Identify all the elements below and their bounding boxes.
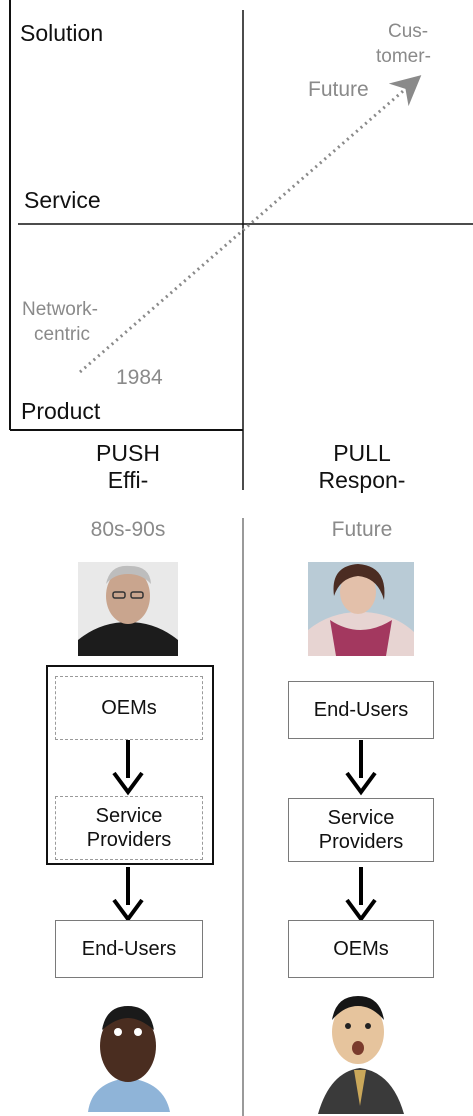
push-box-end-users-label: End-Users [81,938,177,960]
pull-arrow-2 [345,867,377,923]
push-group-outline [46,665,214,865]
pull-box-oems-label: OEMs [333,938,389,960]
push-title: PUSH Effi- [48,440,208,494]
push-box-service-providers: Service Providers [55,796,203,860]
trend-arrow [79,75,422,374]
pull-box-oems: OEMs [288,920,434,978]
push-box-end-users: End-Users [55,920,203,978]
pull-box-service-providers: Service Providers [288,798,434,862]
pull-era: Future [331,518,393,541]
pull-arrow-1 [345,740,377,796]
portrait-man-looking-up [88,1006,170,1112]
annotation-future: Future [308,78,369,101]
pull-title: PULL Respon- [282,440,442,494]
pull-box-service-providers-line2: Providers [318,831,404,853]
portrait-older-man [78,562,178,656]
annotation-network-line1: Network- [22,299,99,320]
y-label-solution: Solution [20,20,104,46]
push-title-line2: Effi- [107,467,149,493]
push-box-oems: OEMs [55,676,203,740]
pull-title-line2: Respon- [318,467,406,493]
push-arrow-1 [112,740,144,796]
y-label-product: Product [21,398,101,424]
push-title-line1: PUSH [96,440,160,466]
push-box-service-providers-line1: Service [95,805,163,827]
pull-box-end-users: End-Users [288,681,434,739]
push-box-oems-label: OEMs [101,697,157,719]
annotation-network-line2: centric [34,324,90,345]
push-era: 80s-90s [90,518,166,541]
annotation-year: 1984 [116,366,163,389]
push-arrow-2 [112,867,144,923]
pull-box-service-providers-line1: Service [327,807,395,829]
annotation-customer-line1: Cus- [388,21,429,42]
pull-title-line1: PULL [333,440,391,466]
pull-box-end-users-label: End-Users [313,699,409,721]
annotation-customer-line2: tomer- [376,46,431,67]
portrait-young-woman [308,562,414,656]
push-box-service-providers-line2: Providers [86,829,172,851]
portrait-surprised-man [318,996,404,1114]
y-label-service: Service [24,187,101,213]
